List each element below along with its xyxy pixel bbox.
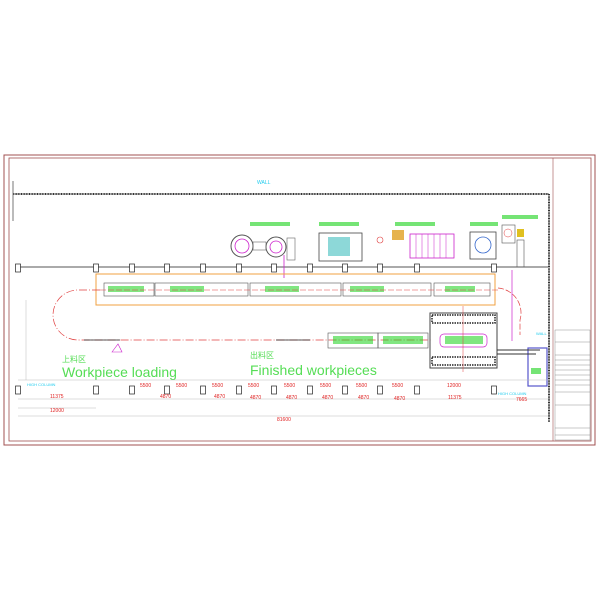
equipment-powder-booth bbox=[376, 222, 455, 259]
dim-bottom-3: 4870 bbox=[250, 395, 261, 401]
dim-top-1: 5500 bbox=[176, 383, 187, 389]
high-column-right: HIGH COLUMN bbox=[498, 391, 527, 396]
column-marker bbox=[15, 385, 21, 395]
column-marker bbox=[236, 385, 242, 395]
wall-label-right: WALL bbox=[536, 331, 548, 336]
equipment-shot-blast bbox=[230, 222, 296, 278]
finished-zone-cn: 出料区 bbox=[250, 350, 274, 360]
column-marker bbox=[200, 263, 206, 273]
dim-bottom-5: 4870 bbox=[322, 395, 333, 401]
dim-top-7: 5500 bbox=[392, 383, 403, 389]
column-marker bbox=[342, 263, 348, 273]
track-loop-left bbox=[52, 289, 432, 341]
dim-top-8: 12000 bbox=[447, 383, 461, 389]
column-marker bbox=[164, 385, 170, 395]
column-marker bbox=[414, 263, 420, 273]
column-marker bbox=[15, 263, 21, 273]
column-marker bbox=[342, 385, 348, 395]
dim-bottom-8: 11375 bbox=[448, 395, 462, 401]
loading-zone-label: Workpiece loading bbox=[62, 364, 177, 380]
column-marker bbox=[129, 385, 135, 395]
track-loop-right bbox=[497, 287, 522, 335]
dim-bottom-9: 7665 bbox=[516, 397, 527, 403]
dim-left-span: 12000 bbox=[50, 408, 64, 414]
column-marker bbox=[93, 263, 99, 273]
outer-frame bbox=[3, 154, 596, 446]
equipment-pretreatment bbox=[318, 222, 363, 262]
column-marker bbox=[491, 385, 497, 395]
column-marker bbox=[307, 385, 313, 395]
high-column-left: HIGH COLUMN bbox=[27, 382, 56, 387]
dim-top-0: 5500 bbox=[140, 383, 151, 389]
dim-bottom-7: 4870 bbox=[394, 396, 405, 402]
column-marker bbox=[307, 263, 313, 273]
conveyor-zone bbox=[95, 273, 496, 306]
column-marker bbox=[491, 263, 497, 273]
hanger-stations-lower bbox=[327, 332, 429, 349]
dim-bottom-0: 11375 bbox=[50, 394, 64, 400]
equipment-curing-oven bbox=[469, 215, 538, 268]
loading-zone-cn: 上料区 bbox=[62, 354, 86, 364]
finished-zone-label: Finished workpieces bbox=[250, 362, 377, 378]
dim-bottom-1: 4870 bbox=[160, 394, 171, 400]
loading-marker bbox=[111, 343, 123, 353]
column-marker bbox=[377, 385, 383, 395]
column-marker bbox=[93, 385, 99, 395]
column-marker bbox=[271, 263, 277, 273]
column-marker bbox=[200, 385, 206, 395]
dim-top-4: 5500 bbox=[284, 383, 295, 389]
dim-bottom-4: 4870 bbox=[286, 395, 297, 401]
dim-top-2: 5500 bbox=[212, 383, 223, 389]
dim-top-5: 5500 bbox=[320, 383, 331, 389]
dim-top-6: 5500 bbox=[356, 383, 367, 389]
wall-label: WALL bbox=[257, 180, 271, 186]
dim-bottom-2: 4870 bbox=[214, 394, 225, 400]
dim-bottom-6: 4870 bbox=[358, 395, 369, 401]
column-marker bbox=[129, 263, 135, 273]
exit-unit bbox=[497, 347, 548, 387]
top-columns bbox=[15, 263, 497, 273]
dim-top-3: 5500 bbox=[248, 383, 259, 389]
column-marker bbox=[236, 263, 242, 273]
bottom-columns bbox=[15, 385, 497, 395]
cooling-unit bbox=[429, 306, 498, 372]
column-marker bbox=[414, 385, 420, 395]
column-marker bbox=[164, 263, 170, 273]
column-marker bbox=[271, 385, 277, 395]
dim-total: 81600 bbox=[277, 417, 291, 423]
title-block bbox=[554, 329, 591, 441]
column-marker bbox=[377, 263, 383, 273]
inner-frame bbox=[8, 157, 592, 442]
hanger-stations-upper bbox=[103, 282, 491, 297]
